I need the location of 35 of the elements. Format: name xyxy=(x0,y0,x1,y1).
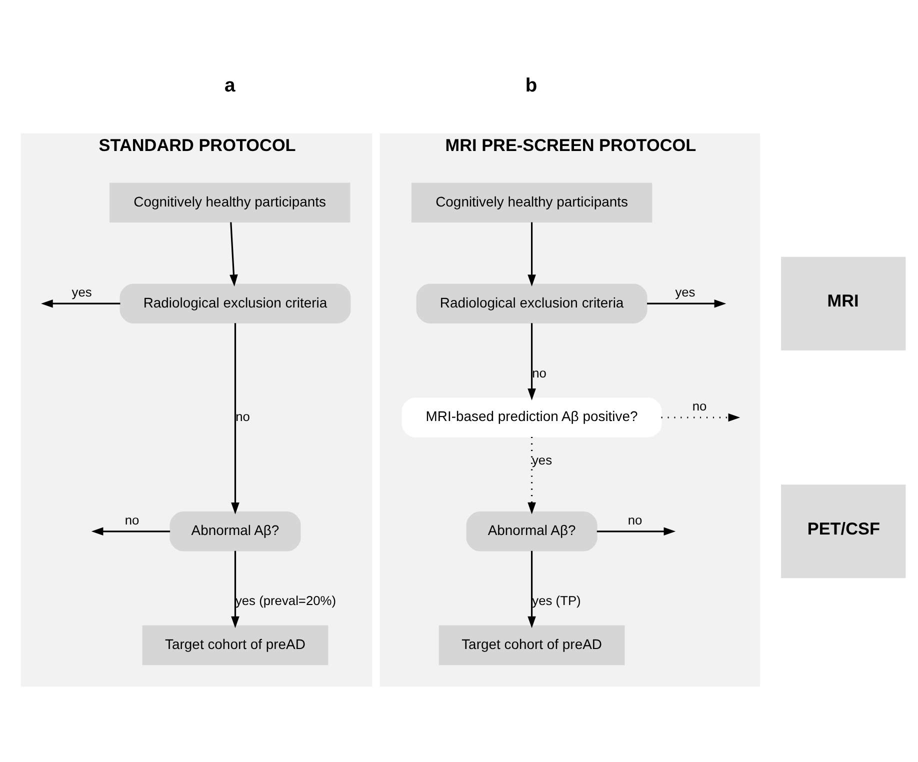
arrow xyxy=(231,322,240,514)
node-box: Radiological exclusion criteria xyxy=(416,283,648,323)
edge-label: yes (preval=20%) xyxy=(235,592,336,608)
edge-label: yes (TP) xyxy=(532,592,581,608)
edge-label: no xyxy=(628,512,642,528)
arrow xyxy=(91,526,170,536)
edge-label: yes xyxy=(72,284,92,300)
edge-label: no xyxy=(124,512,140,528)
node-box: Target cohort of preAD xyxy=(438,624,625,665)
node-box: Cognitively healthy participants xyxy=(110,182,350,222)
node-box: MRI-based prediction Aβ positive? xyxy=(402,397,662,437)
node-box: Abnormal Aβ? xyxy=(170,511,301,551)
arrow xyxy=(661,412,740,422)
edge-label: no xyxy=(236,408,250,424)
edge-label: yes xyxy=(532,452,552,467)
edge-label: no xyxy=(692,398,707,414)
edge-label: no xyxy=(532,364,546,380)
arrow xyxy=(41,298,120,308)
arrow xyxy=(596,526,676,536)
edge-label: yes xyxy=(675,284,696,300)
node-box: Radiological exclusion criteria xyxy=(120,283,351,323)
arrow xyxy=(647,298,726,308)
node-box: Target cohort of preAD xyxy=(142,624,328,665)
node-box: PET/CSF xyxy=(781,484,906,578)
node-box: Cognitively healthy participants xyxy=(411,182,652,222)
node-label: a xyxy=(224,74,236,96)
node-box: MRI xyxy=(781,256,906,350)
arrow xyxy=(528,436,536,514)
arrow xyxy=(528,550,536,628)
node-box: Abnormal Aβ? xyxy=(466,511,598,551)
node-label: b xyxy=(525,74,538,96)
arrow xyxy=(528,222,536,286)
arrow xyxy=(230,222,238,286)
arrow xyxy=(231,550,240,628)
arrow xyxy=(528,322,536,400)
